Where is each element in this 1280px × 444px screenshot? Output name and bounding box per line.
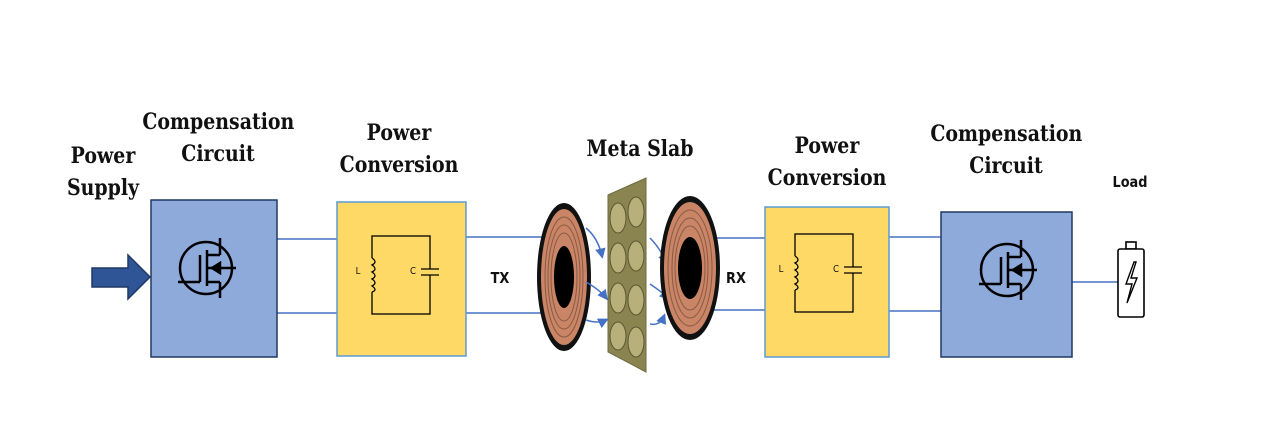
- compensation-circuit-right-block: [940, 211, 1073, 358]
- power-supply-arrow: [91, 253, 152, 301]
- rx-coil-icon: [660, 196, 720, 340]
- power-conversion-right-block: [764, 206, 890, 358]
- capacitor-label-left: C: [409, 266, 416, 277]
- compensation-circuit-right-label: Compensation Circuit: [930, 121, 1083, 179]
- mosfet-icon: [178, 238, 236, 298]
- inductor-label-left: L: [355, 266, 361, 277]
- meta-slab-label: Meta Slab: [586, 136, 694, 162]
- compensation-circuit-left-label: Compensation Circuit: [142, 109, 295, 167]
- rx-label: RX: [726, 269, 746, 287]
- lc-circuit-icon: [789, 233, 862, 313]
- mosfet-icon: [979, 240, 1037, 300]
- inductor-label-right: L: [778, 264, 784, 275]
- power-supply-label: Power Supply: [66, 143, 140, 201]
- lc-circuit-icon: [366, 235, 439, 315]
- power-conversion-right-label: Power Conversion: [767, 133, 887, 191]
- capacitor-label-right: C: [832, 264, 839, 275]
- compensation-circuit-left-block: [150, 199, 278, 358]
- meta-slab-icon: [585, 177, 671, 373]
- tx-label: TX: [490, 269, 510, 287]
- tx-coil-icon: [537, 203, 591, 351]
- power-conversion-left-block: [336, 201, 467, 357]
- battery-icon: [1117, 241, 1145, 318]
- load-label: Load: [1112, 173, 1148, 191]
- power-conversion-left-label: Power Conversion: [339, 120, 459, 178]
